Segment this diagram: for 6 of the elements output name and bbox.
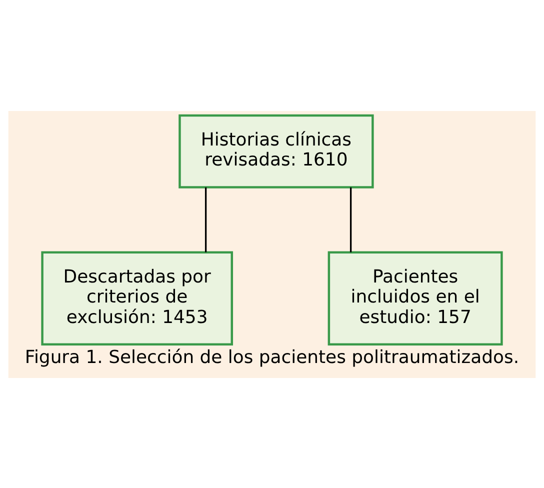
connector <box>350 186 352 252</box>
node-box: Historias clínicas revisadas: 1610 <box>178 114 374 188</box>
node-box: Descartadas por criterios de exclusión: 1453 <box>41 250 234 345</box>
connector <box>204 186 207 252</box>
node-box: Pacientes incluidos en el estudio: 157 <box>328 250 503 345</box>
caption: Figura 1. Selección de los pacientes politraumatizados. <box>24 346 520 368</box>
